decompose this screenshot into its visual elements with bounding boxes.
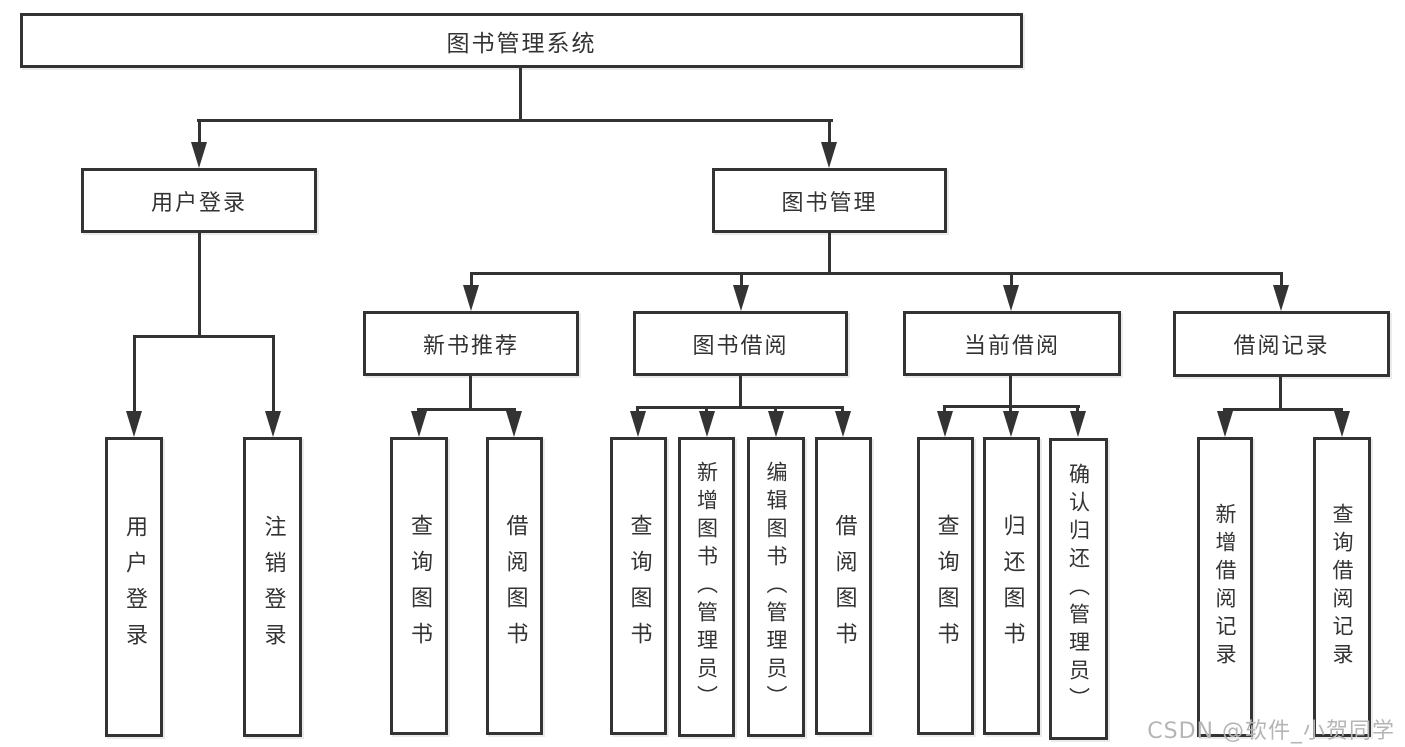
arrowhead-down-icon <box>1273 285 1289 311</box>
csdn-watermark: CSDN @软件_小贺同学 <box>1147 719 1395 744</box>
arrowhead-down-icon <box>733 285 749 311</box>
connector-line <box>470 272 473 287</box>
arrowhead-down-icon <box>463 285 479 311</box>
connector-line <box>943 405 946 416</box>
arrowhead-down-icon <box>411 411 427 437</box>
arrowhead-down-icon <box>1070 411 1086 437</box>
node-current-borrowing: 当前借阅 <box>903 311 1121 376</box>
connector-line <box>1009 376 1012 405</box>
arrowhead-down-icon <box>821 142 837 168</box>
arrowhead-down-icon <box>1003 285 1019 311</box>
connector-line <box>272 335 275 415</box>
node-user-login-leaf: 用户登录 <box>105 437 163 737</box>
connector-line <box>828 119 831 145</box>
connector-line <box>1009 405 1012 416</box>
connector-line <box>519 67 522 119</box>
node-borrow-books-recommend: 借阅图书 <box>486 437 543 735</box>
arrowhead-down-icon <box>1003 411 1019 437</box>
arrowhead-down-icon <box>768 411 784 437</box>
arrowhead-down-icon <box>265 411 281 437</box>
arrowhead-down-icon <box>1334 411 1350 437</box>
connector-line <box>1076 405 1079 416</box>
connector-line <box>739 376 742 406</box>
node-query-books-recommend: 查询图书 <box>390 437 448 735</box>
arrowhead-down-icon <box>835 411 851 437</box>
arrowhead-down-icon <box>1217 411 1233 437</box>
connector-line <box>740 272 743 287</box>
node-query-books-borrow: 查询图书 <box>610 437 667 735</box>
arrowhead-down-icon <box>506 411 522 437</box>
connector-line <box>198 233 201 335</box>
connector-line <box>470 272 1283 275</box>
connector-line <box>133 335 275 338</box>
node-book-borrowing: 图书借阅 <box>633 311 848 376</box>
connector-line <box>636 406 844 409</box>
connector-line <box>198 119 201 145</box>
connector-line <box>469 376 472 408</box>
connector-line <box>1010 272 1013 287</box>
arrowhead-down-icon <box>630 411 646 437</box>
node-new-book-recommendation: 新书推荐 <box>363 311 579 376</box>
arrowhead-down-icon <box>937 411 953 437</box>
node-query-books-current: 查询图书 <box>917 437 974 735</box>
node-query-borrow-record: 查询借阅记录 <box>1313 437 1371 737</box>
node-edit-books-admin: 编辑图书（管理员） <box>747 437 805 737</box>
node-user-login: 用户登录 <box>81 168 317 233</box>
node-confirm-return-admin: 确认归还（管理员） <box>1049 438 1108 740</box>
node-return-books: 归还图书 <box>983 437 1040 735</box>
connector-line <box>1223 408 1343 411</box>
arrowhead-down-icon <box>699 411 715 437</box>
node-add-books-admin: 新增图书（管理员） <box>678 437 735 737</box>
arrowhead-down-icon <box>126 411 142 437</box>
node-logout-leaf: 注销登录 <box>243 437 302 737</box>
connector-line <box>197 119 833 122</box>
arrowhead-down-icon <box>191 142 207 168</box>
connector-line <box>417 408 516 411</box>
connector-line <box>1280 272 1283 287</box>
node-library-management-system: 图书管理系统 <box>20 13 1023 68</box>
node-add-borrow-record: 新增借阅记录 <box>1197 437 1253 737</box>
connector-line <box>1279 377 1282 408</box>
node-book-management: 图书管理 <box>712 168 947 233</box>
node-borrow-books-leaf: 借阅图书 <box>815 437 872 735</box>
connector-line <box>828 233 831 272</box>
node-borrowing-records: 借阅记录 <box>1173 311 1390 377</box>
connector-line <box>133 335 136 415</box>
